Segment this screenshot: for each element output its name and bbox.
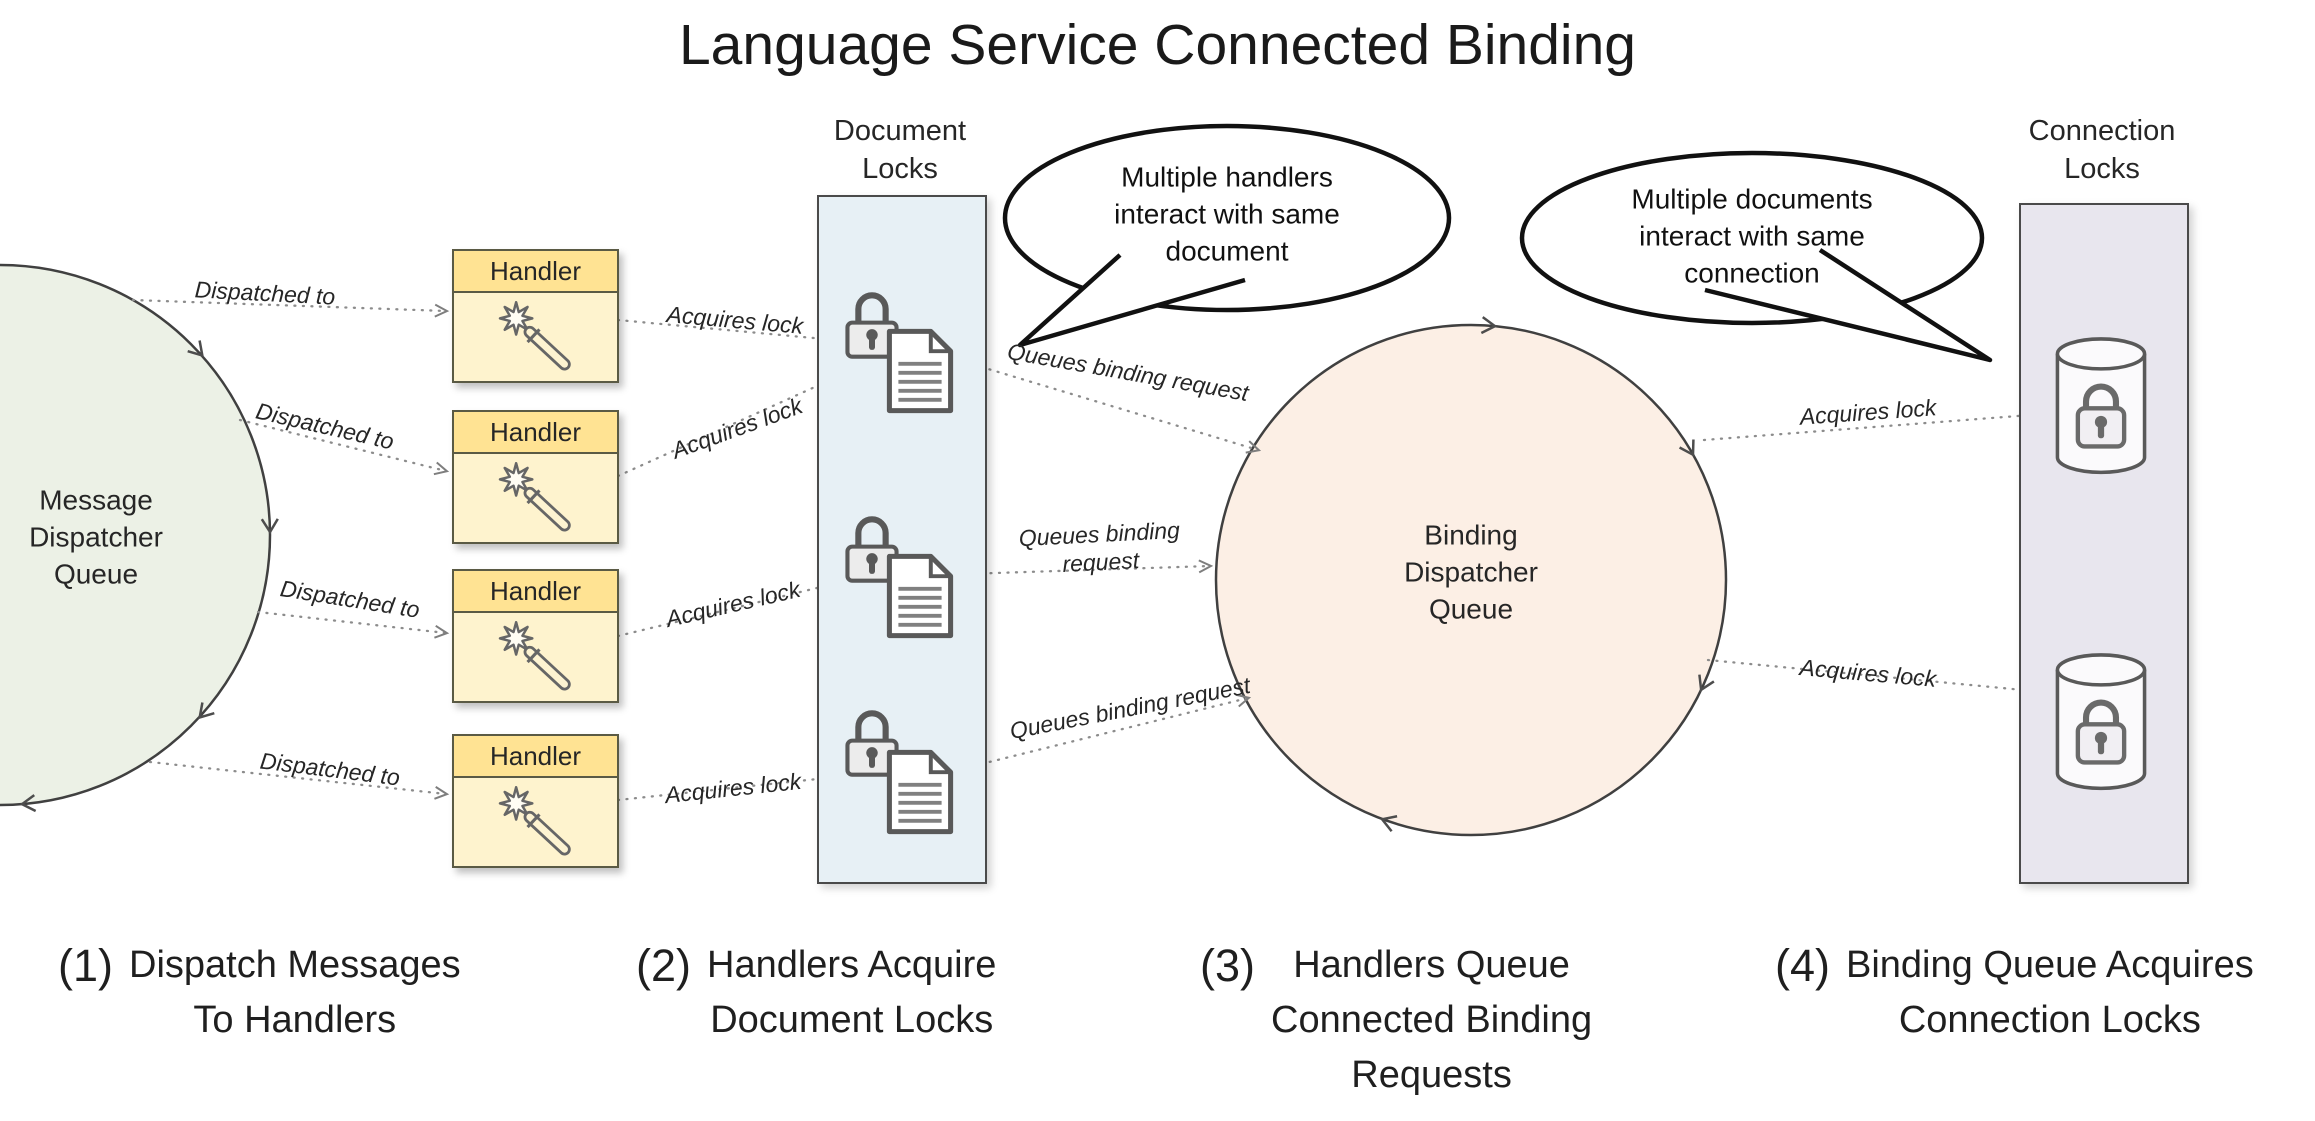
caption-step-3-text: Handlers Queue Connected Binding Request… bbox=[1271, 944, 1593, 1096]
binding-queue-rotation-chevrons bbox=[1379, 316, 1715, 833]
arrow-queues-binding-request-2 bbox=[963, 559, 1214, 576]
document-icon bbox=[884, 327, 956, 420]
arrow-acquires-document-lock-2 bbox=[616, 370, 851, 478]
diagram-title: Language Service Connected Binding bbox=[678, 13, 1637, 77]
arrow-dispatched-to-3 bbox=[256, 610, 450, 639]
caption-step-1-number: (1) bbox=[58, 940, 113, 991]
document-locks-title: Document Locks bbox=[833, 115, 967, 185]
caption-step-4-number: (4) bbox=[1775, 940, 1830, 991]
database-lock-icon bbox=[2052, 336, 2150, 483]
caption-step-2-number: (2) bbox=[636, 940, 691, 991]
speech-bubble-2-tail bbox=[1704, 248, 1993, 363]
speech-bubble-1-tail bbox=[1017, 253, 1246, 348]
padlock-icon bbox=[842, 704, 902, 785]
handler-node-1: Handler bbox=[452, 249, 619, 383]
arrow-dispatched-to-1 bbox=[131, 298, 450, 318]
handler-4-label: Handler bbox=[454, 736, 617, 778]
speech-bubble-1-text: Multiple handlers interact with same doc… bbox=[1114, 161, 1340, 267]
arrow-acquires-connection-lock-1 bbox=[1702, 407, 2048, 442]
wand-icon bbox=[454, 613, 617, 701]
caption-step-1-text: Dispatch Messages To Handlers bbox=[129, 944, 461, 1041]
caption-step-3-number: (3) bbox=[1200, 940, 1255, 991]
wand-icon bbox=[454, 293, 617, 381]
document-icon bbox=[884, 748, 956, 841]
caption-step-4: (4) Binding Queue Acquires Connection Lo… bbox=[1775, 938, 2254, 1048]
speech-bubble-2 bbox=[1519, 150, 1993, 363]
handler-1-label: Handler bbox=[454, 251, 617, 293]
caption-step-3: (3) Handlers Queue Connected Binding Req… bbox=[1200, 938, 1592, 1103]
arrow-queues-binding-request-1 bbox=[963, 360, 1262, 454]
arrow-dispatched-to-2 bbox=[238, 418, 450, 476]
handler-2-label: Handler bbox=[454, 412, 617, 454]
caption-step-4-text: Binding Queue Acquires Connection Locks bbox=[1846, 944, 2254, 1041]
caption-step-2: (2) Handlers Acquire Document Locks bbox=[636, 938, 996, 1048]
edge-label-queues-binding-request-2: Queues binding request bbox=[1018, 516, 1181, 577]
handler-node-3: Handler bbox=[452, 569, 619, 703]
arrow-acquires-document-lock-3 bbox=[616, 576, 850, 638]
relation-arrows bbox=[131, 298, 2048, 802]
wand-icon bbox=[454, 778, 617, 866]
database-lock-icon bbox=[2052, 652, 2150, 799]
handler-node-4: Handler bbox=[452, 734, 619, 868]
arrow-queues-binding-request-3 bbox=[963, 693, 1252, 770]
binding-dispatcher-queue-circle bbox=[1214, 323, 1728, 837]
arrow-acquires-connection-lock-2 bbox=[1706, 658, 2048, 698]
document-icon bbox=[884, 552, 956, 645]
message-dispatcher-queue-label: Message Dispatcher Queue bbox=[29, 484, 163, 590]
caption-step-2-text: Handlers Acquire Document Locks bbox=[707, 944, 997, 1041]
caption-step-1: (1) Dispatch Messages To Handlers bbox=[58, 938, 461, 1048]
handler-3-label: Handler bbox=[454, 571, 617, 613]
speech-bubble-1 bbox=[1002, 123, 1452, 348]
handler-node-2: Handler bbox=[452, 410, 619, 544]
connection-locks-title: Connection Locks bbox=[2028, 115, 2176, 185]
wand-icon bbox=[454, 454, 617, 542]
message-queue-rotation-chevrons bbox=[19, 340, 279, 813]
binding-dispatcher-queue-label: Binding Dispatcher Queue bbox=[1404, 519, 1538, 625]
speech-bubble-2-text: Multiple documents interact with same co… bbox=[1631, 183, 1873, 289]
arrow-dispatched-to-4 bbox=[148, 760, 450, 800]
message-dispatcher-queue-circle bbox=[0, 263, 272, 807]
